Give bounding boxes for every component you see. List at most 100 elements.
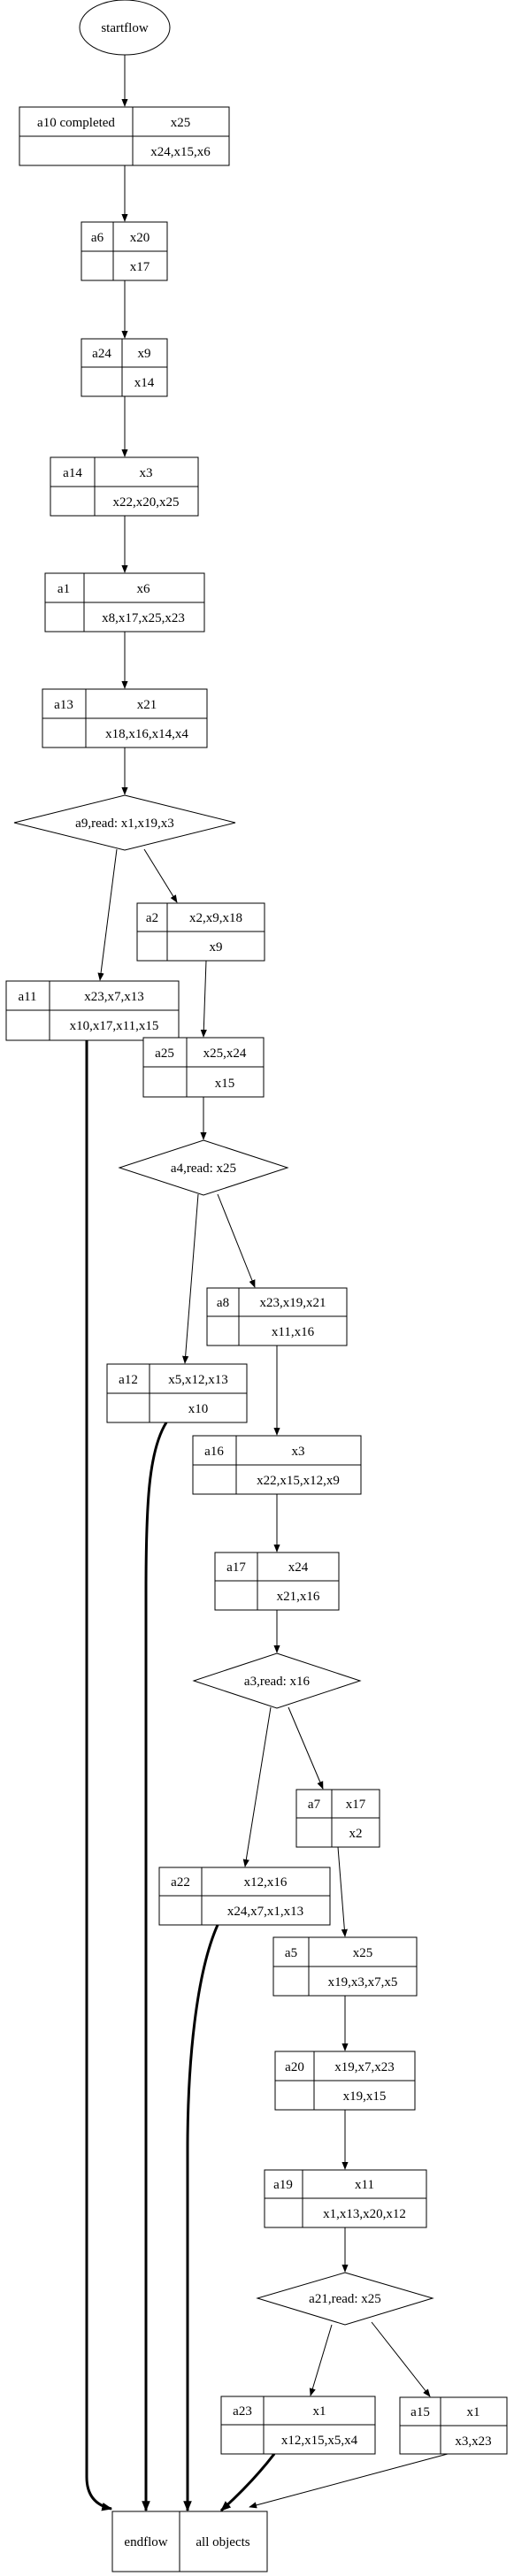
node-a8: a8 x23,x19,x21 x11,x16 (206, 1287, 348, 1346)
node-id: a7 (308, 1798, 321, 1812)
node-inputs: x17 (130, 260, 150, 274)
node-inputs: x10,x17,x11,x15 (70, 1019, 159, 1033)
edge-a4-a12 (182, 1193, 199, 1364)
edge-a11-endflow (85, 1040, 113, 2511)
edge-a22-endflow (183, 1924, 219, 2512)
decision-a4: a4,read: x25 (118, 1139, 289, 1196)
node-inputs: x1,x13,x20,x12 (323, 2207, 406, 2221)
end-objects: all objects (196, 2535, 249, 2549)
node-outputs: x25,x24 (203, 1046, 247, 1061)
node-id: a22 (171, 1875, 190, 1890)
node-outputs: x20 (130, 231, 150, 245)
node-outputs: x25 (353, 1946, 373, 1960)
node-id: a2 (146, 911, 158, 925)
end-node: endflow all objects (111, 2511, 268, 2572)
decision-label: a3,read: x16 (244, 1675, 311, 1689)
edge-a2-a25 (200, 960, 207, 1038)
node-a6: a6 x20 x17 (81, 221, 168, 281)
node-inputs: x3,x23 (455, 2434, 491, 2449)
node-outputs: x1 (313, 2404, 326, 2419)
node-inputs: x24,x7,x1,x13 (227, 1905, 303, 1919)
node-a12: a12 x5,x12,x13 x10 (106, 1363, 248, 1423)
edges (85, 55, 449, 2512)
edge-a15-endflow (249, 2453, 449, 2509)
node-outputs: x17 (346, 1798, 366, 1812)
node-id: a23 (233, 2404, 252, 2419)
node-a13: a13 x21 x18,x16,x14,x4 (42, 688, 208, 748)
node-outputs: x25 (171, 116, 191, 130)
edge-a9-a11 (97, 848, 118, 981)
node-inputs: x15 (215, 1077, 235, 1091)
node-id: a25 (155, 1046, 174, 1061)
node-a14: a14 x3 x22,x20,x25 (50, 456, 199, 517)
edge-a4-a8 (217, 1193, 256, 1288)
node-outputs: x9 (138, 347, 151, 361)
node-id: a14 (63, 466, 82, 480)
edge-a21-a15 (371, 2321, 431, 2397)
decision-label: a21,read: x25 (309, 2292, 381, 2306)
node-a16: a16 x3 x22,x15,x12,x9 (192, 1435, 362, 1495)
node-a10: a10 completed x25 x24,x15,x6 (19, 106, 230, 166)
node-outputs: x21 (137, 698, 157, 712)
node-inputs: x9 (210, 940, 223, 954)
node-id: a24 (92, 347, 111, 361)
edge-a3-a7 (288, 1706, 324, 1790)
node-a2: a2 x2,x9,x18 x9 (136, 902, 265, 962)
node-id: a1 (58, 582, 70, 596)
node-a17: a17 x24 x21,x16 (214, 1552, 340, 1611)
node-outputs: x11 (355, 2178, 374, 2192)
start-label: startflow (101, 21, 148, 35)
edge-a9-a2 (143, 848, 178, 903)
node-outputs: x3 (292, 1445, 305, 1459)
node-a11: a11 x23,x7,x13 x10,x17,x11,x15 (5, 980, 180, 1041)
node-outputs: x23,x7,x13 (84, 990, 144, 1004)
start-node: startflow (79, 0, 171, 56)
node-inputs: x21,x16 (277, 1590, 320, 1604)
node-id: a8 (217, 1296, 229, 1310)
node-outputs: x23,x19,x21 (260, 1296, 326, 1310)
node-id: a11 (18, 990, 36, 1004)
node-inputs: x14 (134, 376, 155, 390)
node-id: a10 completed (37, 116, 115, 130)
node-inputs: x22,x20,x25 (113, 495, 180, 510)
node-outputs: x6 (137, 582, 151, 596)
node-id: a15 (410, 2405, 430, 2419)
node-inputs: x19,x3,x7,x5 (328, 1975, 398, 1990)
node-a15: a15 x1 x3,x23 (399, 2396, 508, 2455)
node-a24: a24 x9 x14 (81, 338, 168, 397)
edge-a7-a5 (337, 1846, 348, 1937)
node-id: a5 (285, 1946, 297, 1960)
edge-a23-endflow (219, 2453, 276, 2512)
edge-a12-endflow (142, 1422, 168, 2512)
node-inputs: x11,x16 (272, 1325, 315, 1339)
edge-a3-a22 (242, 1706, 272, 1867)
node-inputs: x24,x15,x6 (150, 145, 211, 159)
node-id: a20 (285, 2060, 304, 2074)
node-a1: a1 x6 x8,x17,x25,x23 (44, 572, 205, 632)
node-a19: a19 x11 x1,x13,x20,x12 (264, 2169, 427, 2228)
node-inputs: x12,x15,x5,x4 (281, 2434, 358, 2448)
node-id: a16 (204, 1445, 224, 1459)
decision-a9: a9,read: x1,x19,x3 (13, 794, 236, 851)
node-outputs: x12,x16 (244, 1875, 288, 1890)
node-outputs: x3 (140, 466, 153, 480)
node-id: a6 (91, 231, 104, 245)
node-id: a12 (119, 1373, 138, 1387)
node-a7: a7 x17 x2 (295, 1789, 380, 1848)
node-outputs: x5,x12,x13 (168, 1373, 228, 1387)
node-inputs: x2 (349, 1827, 363, 1841)
node-id: a13 (54, 698, 73, 712)
decision-label: a9,read: x1,x19,x3 (75, 816, 174, 831)
node-outputs: x2,x9,x18 (189, 911, 242, 925)
node-outputs: x1 (467, 2405, 480, 2419)
node-inputs: x10 (188, 1402, 209, 1416)
edge-a21-a23 (309, 2324, 333, 2396)
node-outputs: x24 (288, 1560, 309, 1575)
node-a23: a23 x1 x12,x15,x5,x4 (220, 2396, 376, 2455)
node-inputs: x8,x17,x25,x23 (102, 611, 185, 625)
node-id: a17 (226, 1560, 246, 1575)
node-a25: a25 x25,x24 x15 (142, 1037, 265, 1098)
end-label: endflow (124, 2535, 167, 2549)
decision-a3: a3,read: x16 (192, 1652, 362, 1709)
